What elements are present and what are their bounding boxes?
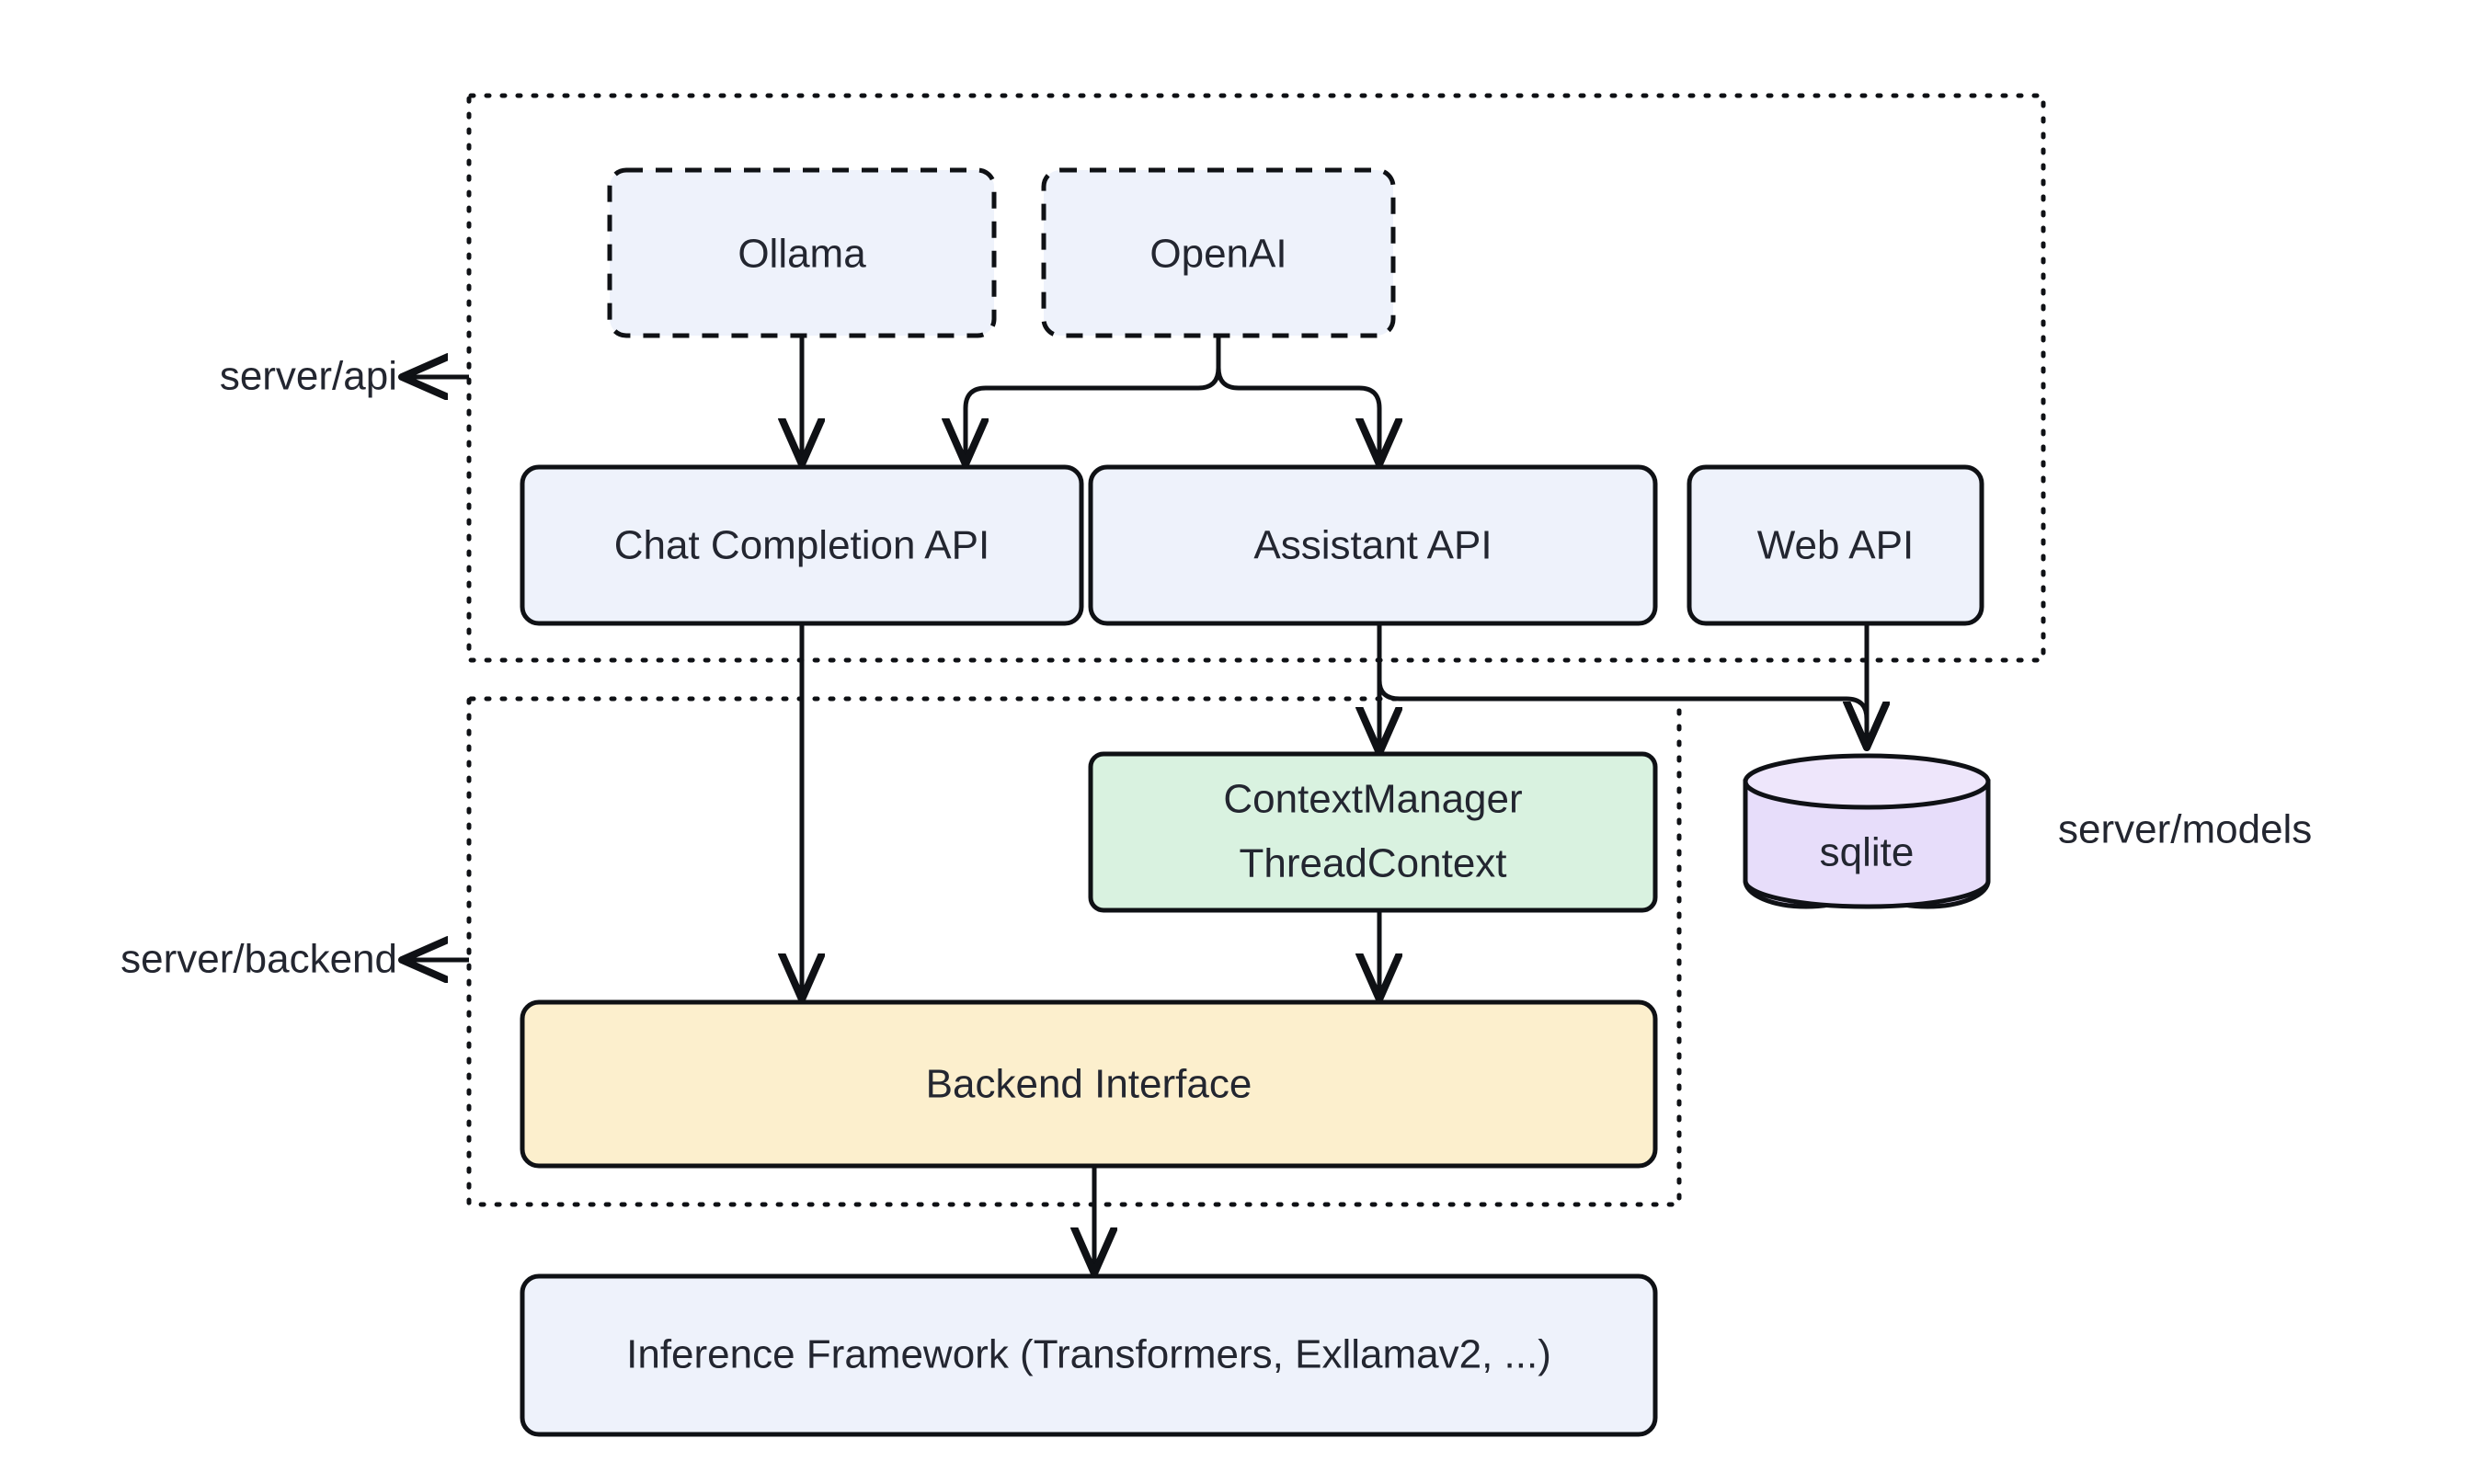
node-inference-framework-label: Inference Framework (Transformers, Exlla… bbox=[626, 1332, 1551, 1377]
node-chat-completion-api-label: Chat Completion API bbox=[614, 523, 989, 568]
node-web-api[interactable]: Web API bbox=[1687, 464, 1984, 626]
node-backend-interface-rect[interactable] bbox=[520, 999, 1658, 1169]
node-sqlite-top[interactable] bbox=[1743, 753, 1991, 810]
edge-assistant-api-to-sqlite bbox=[1377, 623, 1867, 743]
node-assistant-api-rect[interactable] bbox=[1088, 464, 1658, 626]
node-assistant-api-label: Assistant API bbox=[1253, 523, 1492, 568]
group-label-server-models: server/models bbox=[2058, 807, 2312, 852]
node-context-manager-label-line1: ContextManager bbox=[1223, 777, 1522, 822]
node-openai[interactable]: OpenAI bbox=[1041, 167, 1396, 338]
node-inference-framework-rect[interactable] bbox=[520, 1273, 1658, 1437]
node-inference-framework[interactable]: Inference Framework (Transformers, Exlla… bbox=[520, 1273, 1658, 1437]
node-context-manager[interactable]: ContextManager ThreadContext bbox=[1088, 751, 1658, 913]
node-backend-interface[interactable]: Backend Interface bbox=[520, 999, 1658, 1169]
node-assistant-api[interactable]: Assistant API bbox=[1088, 464, 1658, 626]
node-sqlite-side[interactable] bbox=[1743, 782, 1991, 909]
node-sqlite[interactable]: sqlite bbox=[1743, 753, 1991, 909]
node-web-api-rect[interactable] bbox=[1687, 464, 1984, 626]
node-chat-completion-api-rect[interactable] bbox=[520, 464, 1084, 626]
group-label-server-api: server/api bbox=[220, 354, 397, 399]
node-chat-completion-api[interactable]: Chat Completion API bbox=[520, 464, 1084, 626]
node-ollama-label: Ollama bbox=[738, 232, 866, 277]
node-ollama-rect[interactable] bbox=[607, 167, 997, 338]
node-context-manager-rect[interactable] bbox=[1088, 751, 1658, 913]
node-sqlite-label: sqlite bbox=[1820, 830, 1915, 875]
group-box-server-backend bbox=[466, 696, 1682, 1207]
node-backend-interface-label: Backend Interface bbox=[926, 1062, 1252, 1107]
node-openai-label: OpenAI bbox=[1149, 232, 1286, 277]
group-label-server-backend: server/backend bbox=[120, 937, 397, 982]
edge-openai-to-chat-completion-api bbox=[966, 337, 1221, 460]
node-context-manager-label-line2: ThreadContext bbox=[1239, 841, 1506, 886]
edge-openai-to-assistant-api bbox=[1216, 337, 1379, 460]
node-web-api-label: Web API bbox=[1757, 523, 1914, 568]
node-openai-rect[interactable] bbox=[1041, 167, 1396, 338]
node-ollama[interactable]: Ollama bbox=[607, 167, 997, 338]
